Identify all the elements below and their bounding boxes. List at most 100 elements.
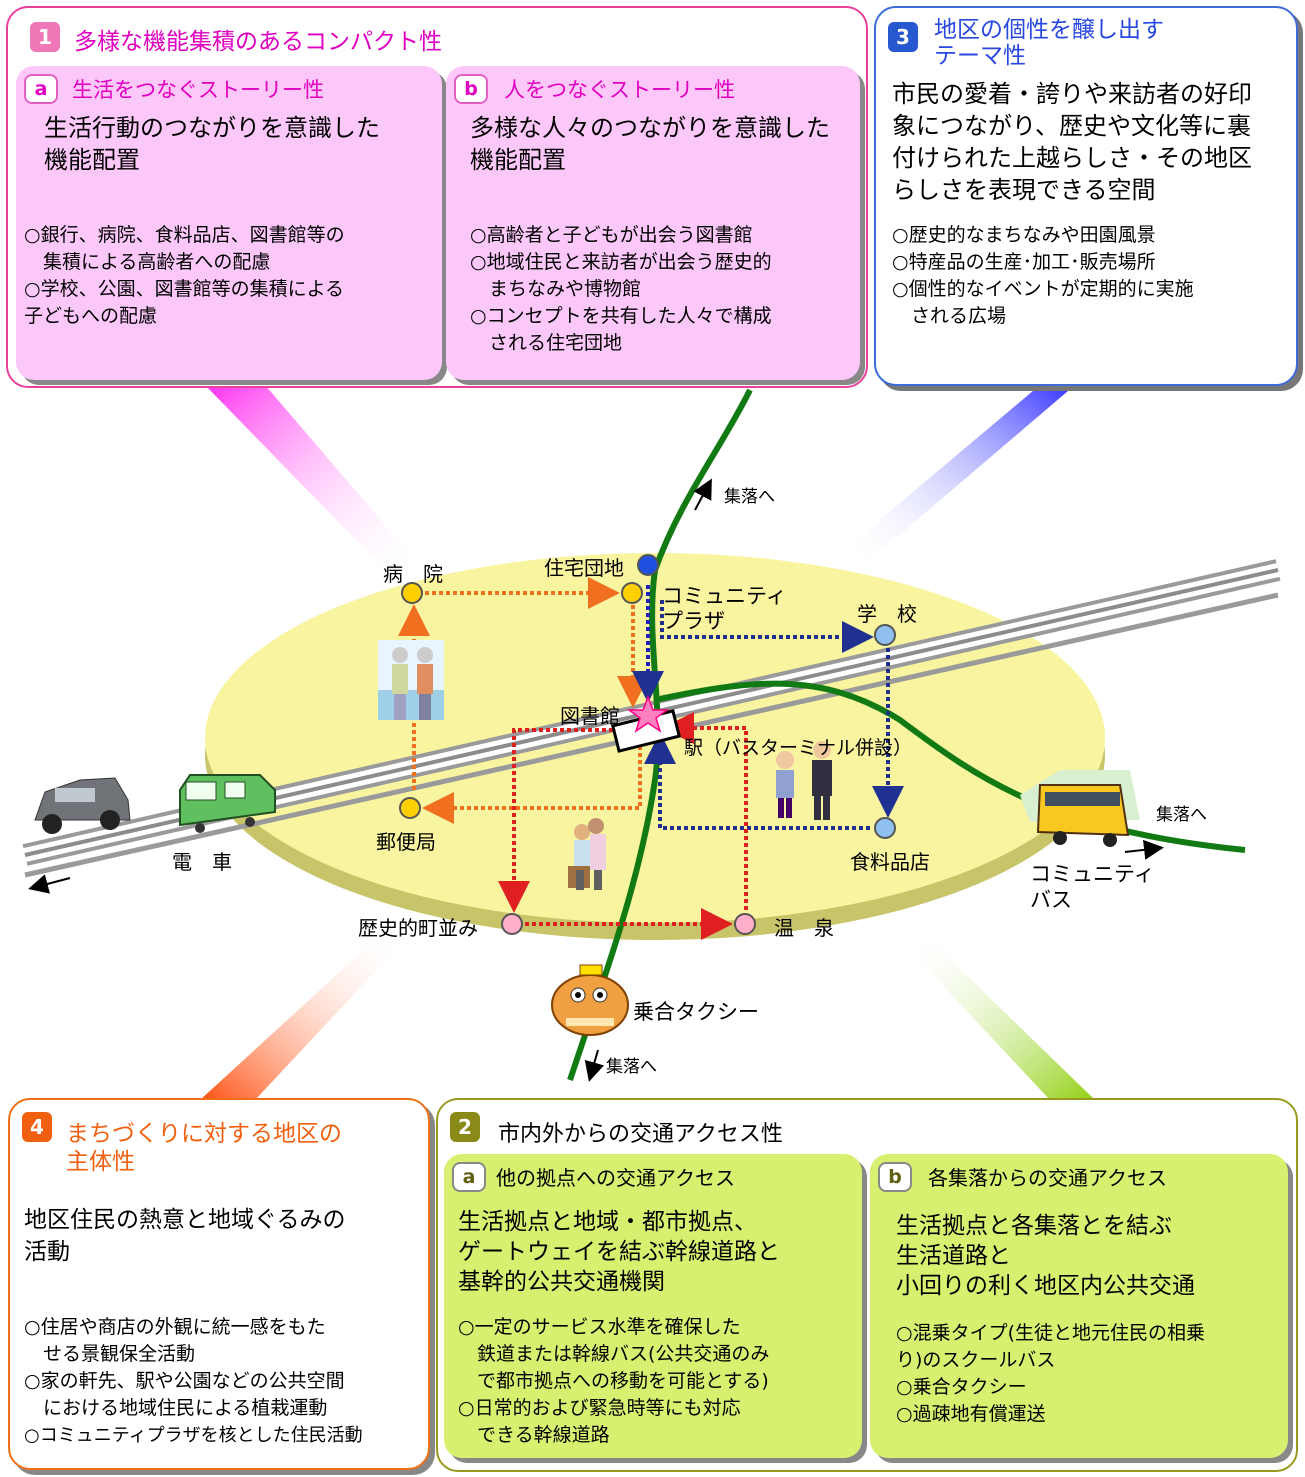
section-3-item-3: ○個性的なイベントが定期的に実施	[892, 278, 1194, 300]
students-illustration	[776, 741, 832, 820]
section-4-item-2: せる景観保全活動	[24, 1343, 196, 1365]
section-1-number: 1	[30, 22, 60, 52]
section-2a-card: a 他の拠点への交通アクセス 生活拠点と地域・都市拠点、 ゲートウェイを結ぶ幹線…	[444, 1154, 862, 1458]
beam-pink	[205, 385, 415, 575]
travellers-illustration	[568, 818, 606, 890]
label-hot-spring: 温 泉	[774, 916, 834, 940]
node-history	[501, 913, 523, 935]
section-2b-heading-1: 生活拠点と各集落とを結ぶ	[896, 1213, 1172, 1239]
section-1a-item-4: 子どもへの配慮	[24, 305, 158, 327]
section-4-heading-1: 地区住民の熱意と地域ぐるみの	[24, 1207, 346, 1233]
beam-green	[905, 935, 1095, 1100]
section-4-item-5: ○コミュニティプラザを核とした住民活動	[24, 1425, 363, 1446]
section-1b-item-4: ○コンセプトを共有した人々で構成	[470, 305, 772, 327]
beam-orange	[200, 935, 400, 1100]
train-illustration	[179, 774, 276, 833]
section-3-item-1: ○歴史的なまちなみや田園風景	[892, 224, 1156, 246]
label-community-plaza-2: プラザ	[662, 609, 725, 633]
section-1a-card: a 生活をつなぐストーリー性 生活行動のつながりを意識した 機能配置 ○銀行、病…	[16, 66, 442, 380]
section-1a-badge: a	[24, 74, 58, 104]
section-4-title-2: 主体性	[66, 1149, 135, 1175]
label-community-plaza-1: コミュニティ	[662, 584, 787, 608]
section-2a-heading-1: 生活拠点と地域・都市拠点、	[458, 1209, 757, 1235]
section-3-heading-4: らしさを表現できる空間	[892, 176, 1156, 204]
section-2-number: 2	[450, 1112, 480, 1142]
section-1b-heading-1: 多様な人々のつながりを意識した	[470, 114, 830, 142]
section-4-panel: 4 まちづくりに対する地区の 主体性 地区住民の熱意と地域ぐるみの 活動 ○住居…	[8, 1098, 430, 1470]
label-to-village-bottom: 集落へ	[606, 1057, 657, 1077]
section-4-number: 4	[22, 1112, 52, 1142]
label-station: 駅（バスターミナル併設）	[684, 737, 913, 759]
node-post	[399, 797, 421, 819]
section-1b-item-5: される住宅団地	[470, 332, 623, 354]
section-1b-item-2: ○地域住民と来訪者が出会う歴史的	[470, 251, 772, 273]
section-1b-item-3: まちなみや博物館	[470, 278, 642, 300]
label-history-town: 歴史的町並み	[358, 916, 478, 940]
section-2b-title: 各集落からの交通アクセス	[928, 1166, 1167, 1190]
label-grocery: 食料品店	[850, 850, 930, 874]
library-star-icon	[626, 694, 670, 733]
section-2a-item-4: ○日常的および緊急時等にも対応	[458, 1397, 741, 1419]
section-3-heading-2: 象につながり、歴史や文化等に裏	[892, 112, 1252, 140]
section-1b-title: 人をつなぐストーリー性	[504, 78, 735, 102]
section-3-heading-3: 付けられた上越らしさ・その地区	[892, 144, 1252, 172]
section-1b-heading-2: 機能配置	[470, 146, 566, 174]
section-3-panel: 3 地区の個性を醸し出す テーマ性 市民の愛着・誇りや来訪者の好印 象につながり…	[874, 6, 1298, 386]
section-2a-heading-3: 基幹的公共交通機関	[458, 1269, 665, 1295]
node-onsen	[734, 913, 756, 935]
section-1a-heading-1: 生活行動のつながりを意識した	[44, 114, 380, 142]
section-2b-badge: b	[878, 1162, 912, 1192]
label-school: 学 校	[857, 602, 917, 626]
section-4-item-1: ○住居や商店の外観に統一感をもた	[24, 1316, 326, 1338]
section-3-item-2: ○特産品の生産･加工･販売場所	[892, 251, 1156, 273]
section-2b-item-4: ○過疎地有償運送	[896, 1403, 1046, 1425]
section-3-title-1: 地区の個性を醸し出す	[934, 17, 1164, 43]
section-2b-item-2: り)のスクールバス	[896, 1349, 1056, 1371]
car-illustration	[34, 777, 131, 834]
section-3-title-2: テーマ性	[934, 43, 1026, 69]
section-2-panel: 2 市内外からの交通アクセス性 a 他の拠点への交通アクセス 生活拠点と地域・都…	[436, 1098, 1298, 1472]
label-library: 図書館	[560, 704, 620, 728]
section-4-title-1: まちづくりに対する地区の	[66, 1121, 342, 1147]
section-1-panel: 1 多様な機能集積のあるコンパクト性 a 生活をつなぐストーリー性 生活行動のつ…	[6, 6, 868, 388]
section-3-number: 3	[888, 22, 918, 52]
section-2b-item-1: ○混乗タイプ(生徒と地元住民の相乗	[896, 1322, 1205, 1344]
section-1a-title: 生活をつなぐストーリー性	[72, 78, 324, 102]
section-2-title: 市内外からの交通アクセス性	[498, 1122, 783, 1147]
node-hospital	[401, 582, 423, 604]
section-2b-heading-3: 小回りの利く地区内公共交通	[896, 1273, 1195, 1299]
node-housing-plaza	[621, 582, 643, 604]
node-housing	[637, 554, 659, 576]
section-1a-item-2: 集積による高齢者への配慮	[24, 251, 271, 273]
section-1a-heading-2: 機能配置	[44, 146, 140, 174]
section-2a-badge: a	[452, 1162, 486, 1192]
section-2a-title: 他の拠点への交通アクセス	[496, 1166, 735, 1190]
section-2a-item-3: で都市拠点への移動を可能とする)	[458, 1370, 769, 1392]
label-to-village-top: 集落へ	[724, 487, 775, 507]
label-community-bus-2: バス	[1030, 888, 1072, 912]
label-train: 電 車	[172, 850, 232, 874]
section-2a-item-2: 鉄道または幹線バス(公共交通のみ	[458, 1343, 770, 1365]
section-3-heading-1: 市民の愛着・誇りや来訪者の好印	[892, 80, 1252, 108]
section-4-heading-2: 活動	[24, 1239, 70, 1265]
section-1a-item-1: ○銀行、病院、食料品店、図書館等の	[24, 224, 345, 246]
section-1a-item-3: ○学校、公園、図書館等の集積による	[24, 278, 345, 300]
node-school	[874, 624, 896, 646]
section-2b-card: b 各集落からの交通アクセス 生活拠点と各集落とを結ぶ 生活道路と 小回りの利く…	[870, 1154, 1288, 1458]
label-housing: 住宅団地	[544, 556, 624, 580]
elderly-couple-illustration	[378, 640, 444, 720]
bus-illustration	[1020, 770, 1140, 847]
section-4-item-4: における地域住民による植栽運動	[24, 1397, 328, 1419]
label-post-office: 郵便局	[376, 830, 436, 854]
section-2a-item-1: ○一定のサービス水準を確保した	[458, 1316, 741, 1338]
section-2a-item-5: できる幹線道路	[458, 1424, 610, 1446]
section-3-item-4: される広場	[892, 305, 1007, 327]
label-community-bus-1: コミュニティ	[1030, 862, 1155, 886]
section-2b-heading-2: 生活道路と	[896, 1243, 1011, 1269]
section-2b-item-3: ○乗合タクシー	[896, 1376, 1027, 1398]
beam-blue	[850, 385, 1075, 560]
label-taxi: 乗合タクシー	[633, 1000, 759, 1024]
section-2a-heading-2: ゲートウェイを結ぶ幹線道路と	[458, 1239, 780, 1265]
section-4-item-3: ○家の軒先、駅や公園などの公共空間	[24, 1370, 345, 1392]
